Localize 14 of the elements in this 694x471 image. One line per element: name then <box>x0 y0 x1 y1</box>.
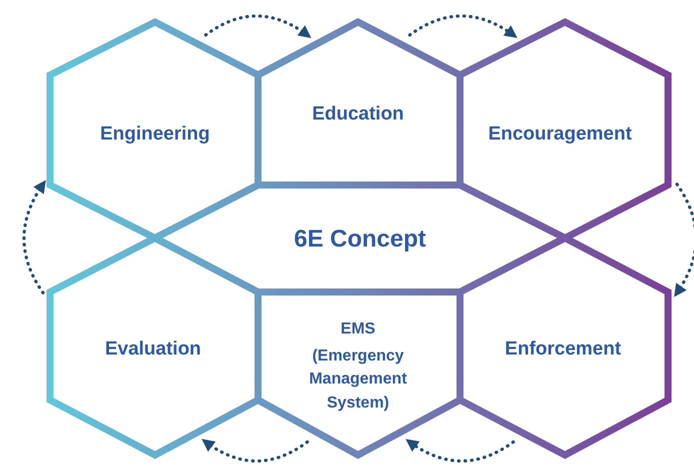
node-title: EMS <box>340 320 376 340</box>
node-title: 6E Concept <box>294 226 426 254</box>
dotted-arrow <box>22 180 46 294</box>
node-title: Enforcement <box>504 338 622 362</box>
dotted-arrow <box>202 439 309 463</box>
node-title: Education <box>312 104 404 126</box>
dotted-arrow <box>408 14 518 38</box>
dotted-arrow <box>674 182 694 298</box>
node-title: Evaluation <box>104 338 202 362</box>
node-description: (Emergency Management System) <box>308 346 408 414</box>
dotted-arrow <box>204 14 312 38</box>
dotted-arrow <box>406 439 515 463</box>
node-title: Encouragement <box>488 124 632 146</box>
node-title: Engineering <box>100 124 210 146</box>
